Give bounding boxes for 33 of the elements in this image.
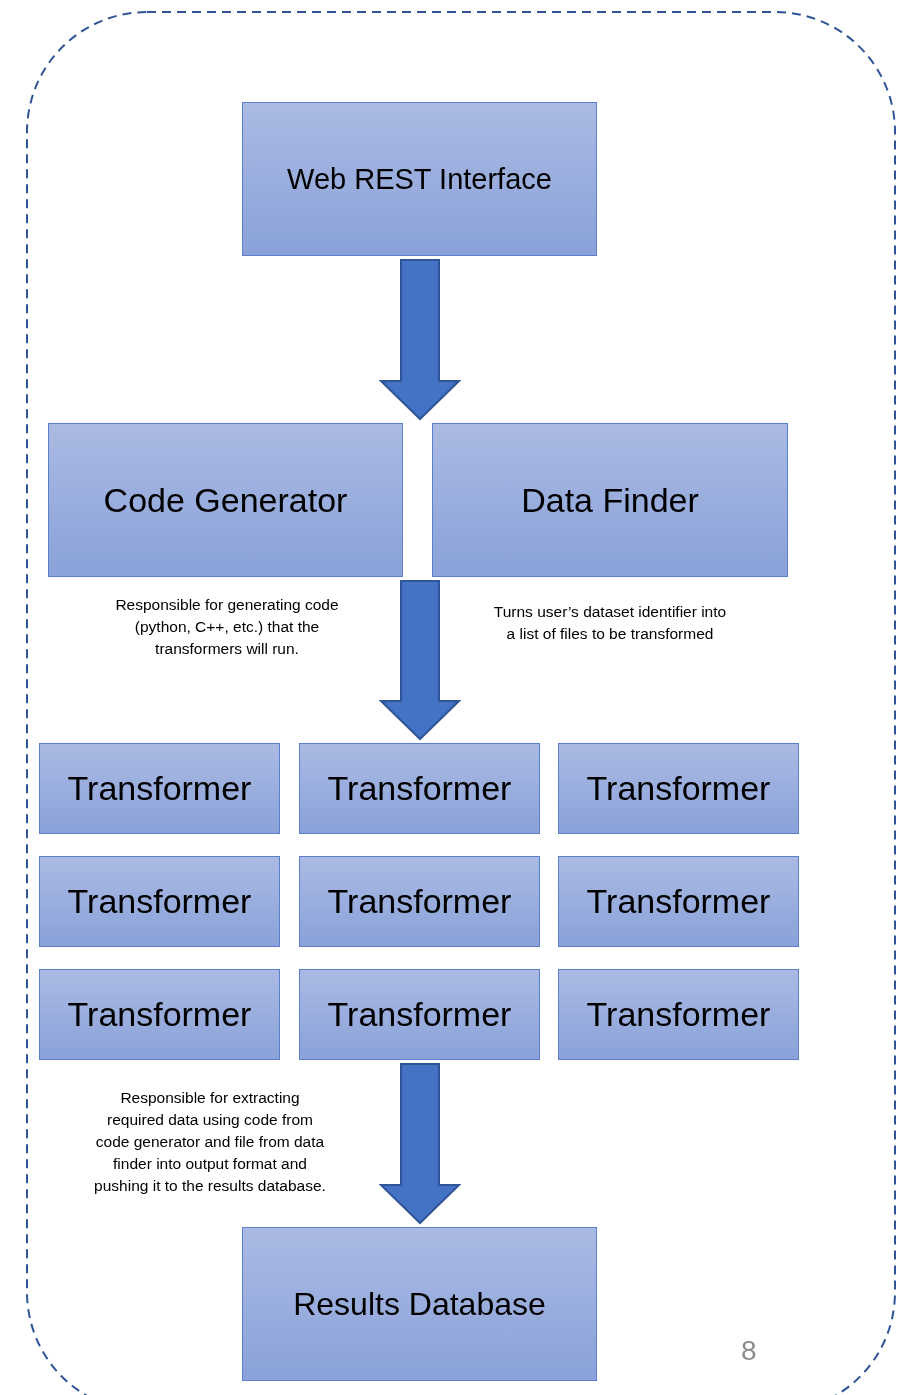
- process-box: [299, 969, 540, 1060]
- block-arrow: [378, 259, 462, 421]
- block-arrow: [378, 580, 462, 741]
- box-label: Transformer: [327, 769, 512, 808]
- box-label: Transformer: [67, 995, 252, 1034]
- box-label: Transformer: [67, 769, 252, 808]
- box-label: Transformer: [67, 882, 252, 921]
- description-note: Turns user’s dataset identifier into a list of files to be transformed: [492, 602, 728, 644]
- process-box: [558, 856, 799, 947]
- block-arrow: [378, 1063, 462, 1225]
- process-box: [48, 423, 403, 577]
- process-box: [242, 1227, 597, 1381]
- process-box: [39, 743, 280, 834]
- box-label: Data Finder: [521, 480, 699, 520]
- box-label: Code Generator: [103, 480, 348, 520]
- box-label: Transformer: [327, 995, 512, 1034]
- page-number: 8: [741, 1335, 757, 1367]
- description-note: Responsible for generating code (python, C++, etc.) that the transformers will run.: [114, 595, 340, 659]
- process-box: [558, 969, 799, 1060]
- process-box: [242, 102, 597, 256]
- box-label: Transformer: [586, 995, 771, 1034]
- process-box: [299, 856, 540, 947]
- process-box: [39, 856, 280, 947]
- process-box: [432, 423, 788, 577]
- process-box: [558, 743, 799, 834]
- box-label: Transformer: [586, 882, 771, 921]
- process-box: [39, 969, 280, 1060]
- description-note: Responsible for extracting required data using code from code generator and file from data finder into output format and pushing it to the results database.: [93, 1088, 327, 1196]
- box-label: Results Database: [293, 1285, 546, 1323]
- process-box: [299, 743, 540, 834]
- box-label: Transformer: [327, 882, 512, 921]
- box-label: Transformer: [586, 769, 771, 808]
- box-label: Web REST Interface: [287, 162, 552, 196]
